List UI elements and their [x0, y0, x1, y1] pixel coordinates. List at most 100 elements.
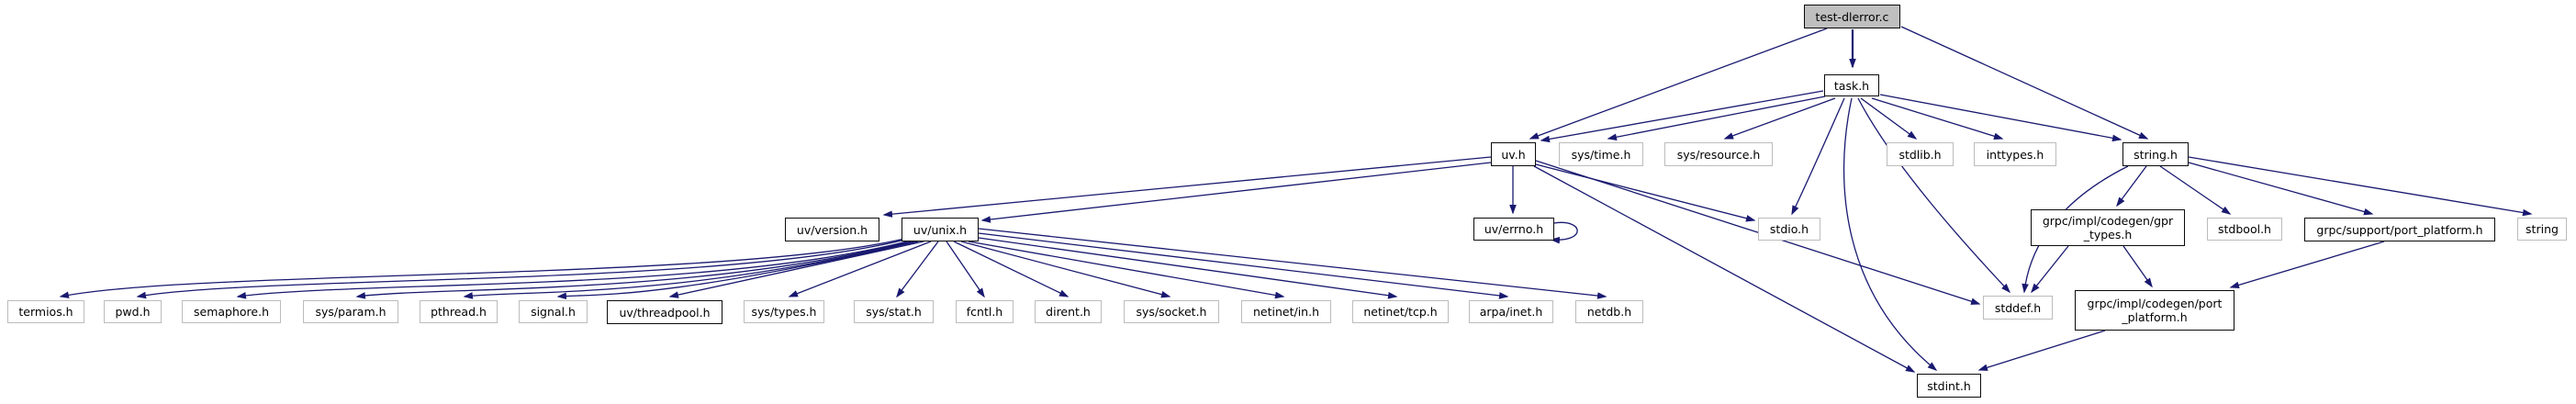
node-label: netinet/tcp.h	[1363, 305, 1438, 319]
node-label: uv/threadpool.h	[619, 305, 711, 320]
node-signal-h: signal.h	[519, 300, 588, 323]
edge-uv-unix-h-to-fcntl-h	[946, 241, 985, 298]
edge-task-h-to-sys-resource-h	[1723, 97, 1836, 140]
node-sys-socket-h: sys/socket.h	[1124, 300, 1219, 323]
node-label: stdbool.h	[2218, 222, 2271, 236]
edge-string-h-to-string	[2188, 156, 2533, 217]
node-label: signal.h	[531, 305, 576, 319]
node-label: sys/socket.h	[1136, 305, 1207, 319]
node-termios-h: termios.h	[7, 300, 84, 323]
edge-string-h-to-stdbool-h	[2159, 165, 2232, 215]
edge-uv-unix-h-to-dirent-h	[953, 241, 1070, 297]
node-label: test-dlerror.c	[1815, 9, 1889, 24]
node-uv-unix-h[interactable]: uv/unix.h	[902, 218, 979, 241]
node-uv-errno-h[interactable]: uv/errno.h	[1473, 218, 1554, 241]
node-sys-types-h: sys/types.h	[744, 300, 824, 323]
edge-test-dlerror-c-to-string-h	[1900, 26, 2149, 140]
node-label: stdio.h	[1769, 222, 1809, 236]
edge-uv-unix-h-to-netinet-tcp-h	[978, 237, 1398, 299]
edge-task-h-to-stddef-h	[1857, 97, 2011, 294]
node-sys-stat-h: sys/stat.h	[854, 300, 934, 323]
node-sys-param-h: sys/param.h	[303, 300, 398, 323]
node-sys-time-h: sys/time.h	[1559, 142, 1643, 166]
edge-uv-h-to-uv-unix-h	[980, 162, 1492, 223]
node-label: uv/errno.h	[1484, 222, 1544, 236]
node-dirent-h: dirent.h	[1035, 300, 1102, 323]
node-stdint-h[interactable]: stdint.h	[1917, 374, 1981, 398]
edge-uv-errno-h-to-uv-errno-h	[1550, 221, 1578, 244]
edge-uv-unix-h-to-netdb-h	[978, 228, 1607, 299]
edge-uv-unix-h-to-signal-h	[556, 241, 919, 300]
node-string-h[interactable]: string.h	[2122, 142, 2189, 166]
edge-uv-h-to-stdint-h	[1533, 165, 1916, 373]
edge-uv-unix-h-to-sys-socket-h	[960, 241, 1171, 298]
edge-test-dlerror-c-to-uv-h	[1529, 28, 1828, 140]
edge-uv-unix-h-to-arpa-inet-h	[978, 232, 1509, 299]
node-label: sys/types.h	[751, 305, 817, 319]
node-label: grpc/support/port_platform.h	[2316, 222, 2483, 237]
edge-task-h-to-stdio-h	[1791, 97, 1845, 216]
node-uv-h[interactable]: uv.h	[1491, 142, 1536, 166]
node-label: pwd.h	[115, 305, 151, 319]
edge-task-h-to-uv-h	[1540, 90, 1824, 143]
node-pthread-h: pthread.h	[420, 300, 498, 323]
node-task-h[interactable]: task.h	[1824, 74, 1879, 96]
node-label: grpc/impl/codegen/port	[2087, 297, 2223, 310]
node-arpa-inet-h: arpa/inet.h	[1469, 300, 1553, 323]
node-netdb-h: netdb.h	[1575, 300, 1643, 323]
edge-uv-h-to-stdio-h	[1535, 163, 1756, 222]
node-grpc-impl-codegen-gpr-types-h[interactable]: grpc/impl/codegen/gpr_types.h	[2031, 209, 2185, 246]
node-label: uv/version.h	[796, 222, 868, 237]
node-label-line2: _types.h	[2083, 228, 2133, 241]
node-label: sys/stat.h	[866, 305, 922, 319]
edge-string-h-to-grpc-support-port-platform-h	[2188, 162, 2374, 216]
edge-uv-h-to-uv-version-h	[882, 156, 1492, 218]
node-label: string.h	[2134, 147, 2178, 162]
node-string: string	[2517, 218, 2567, 241]
node-label: stddef.h	[1994, 300, 2042, 315]
node-grpc-impl-codegen-port-platform-h[interactable]: grpc/impl/codegen/port_platform.h	[2075, 290, 2234, 331]
node-label: netinet/in.h	[1252, 305, 1319, 319]
edge-grpc-impl-codegen-gpr-types-h-to-grpc-impl-codegen-port-platform-h	[2122, 245, 2153, 288]
node-fcntl-h: fcntl.h	[956, 300, 1014, 323]
edge-uv-unix-h-to-sys-param-h	[355, 241, 912, 299]
node-label: sys/time.h	[1571, 147, 1631, 162]
node-label: termios.h	[18, 305, 73, 319]
edge-uv-unix-h-to-termios-h	[59, 238, 905, 298]
node-grpc-support-port-platform-h[interactable]: grpc/support/port_platform.h	[2304, 218, 2495, 241]
edge-uv-unix-h-to-pwd-h	[136, 239, 906, 299]
node-test-dlerror-c: test-dlerror.c	[1804, 5, 1900, 28]
node-label: uv/unix.h	[913, 222, 968, 237]
node-label: semaphore.h	[194, 305, 269, 319]
edge-grpc-impl-codegen-port-platform-h-to-stdint-h	[1977, 330, 2106, 371]
edge-task-h-to-inttypes-h	[1871, 97, 2004, 140]
node-semaphore-h: semaphore.h	[182, 300, 281, 323]
node-label: arpa/inet.h	[1479, 305, 1543, 319]
node-label: uv.h	[1501, 147, 1526, 162]
node-label: dirent.h	[1046, 305, 1091, 319]
node-stdlib-h: stdlib.h	[1887, 142, 1954, 166]
node-label: stdint.h	[1927, 378, 1971, 393]
node-uv-version-h[interactable]: uv/version.h	[785, 218, 879, 241]
node-label: fcntl.h	[966, 305, 1003, 319]
node-pwd-h: pwd.h	[104, 300, 162, 323]
node-uv-threadpool-h[interactable]: uv/threadpool.h	[607, 300, 722, 324]
edge-uv-unix-h-to-pthread-h	[463, 241, 915, 299]
node-stdio-h: stdio.h	[1758, 218, 1820, 241]
node-label: netdb.h	[1586, 305, 1632, 319]
edge-uv-h-to-stddef-h	[1535, 160, 1981, 305]
node-label: pthread.h	[431, 305, 487, 319]
node-label: grpc/impl/codegen/gpr	[2042, 214, 2174, 228]
node-stddef-h: stddef.h	[1983, 296, 2053, 320]
edge-uv-unix-h-to-netinet-in-h	[968, 241, 1285, 299]
edge-uv-unix-h-to-uv-threadpool-h	[668, 241, 924, 298]
node-label: inttypes.h	[1986, 147, 2044, 162]
edge-task-h-to-sys-time-h	[1607, 95, 1826, 141]
edge-uv-unix-h-to-sys-types-h	[788, 241, 932, 297]
edge-grpc-impl-codegen-gpr-types-h-to-stddef-h	[2031, 245, 2069, 294]
node-label: sys/param.h	[315, 305, 386, 319]
edge-grpc-support-port-platform-h-to-grpc-impl-codegen-port-platform-h	[2229, 241, 2385, 289]
edge-string-h-to-grpc-impl-codegen-gpr-types-h	[2116, 165, 2147, 208]
